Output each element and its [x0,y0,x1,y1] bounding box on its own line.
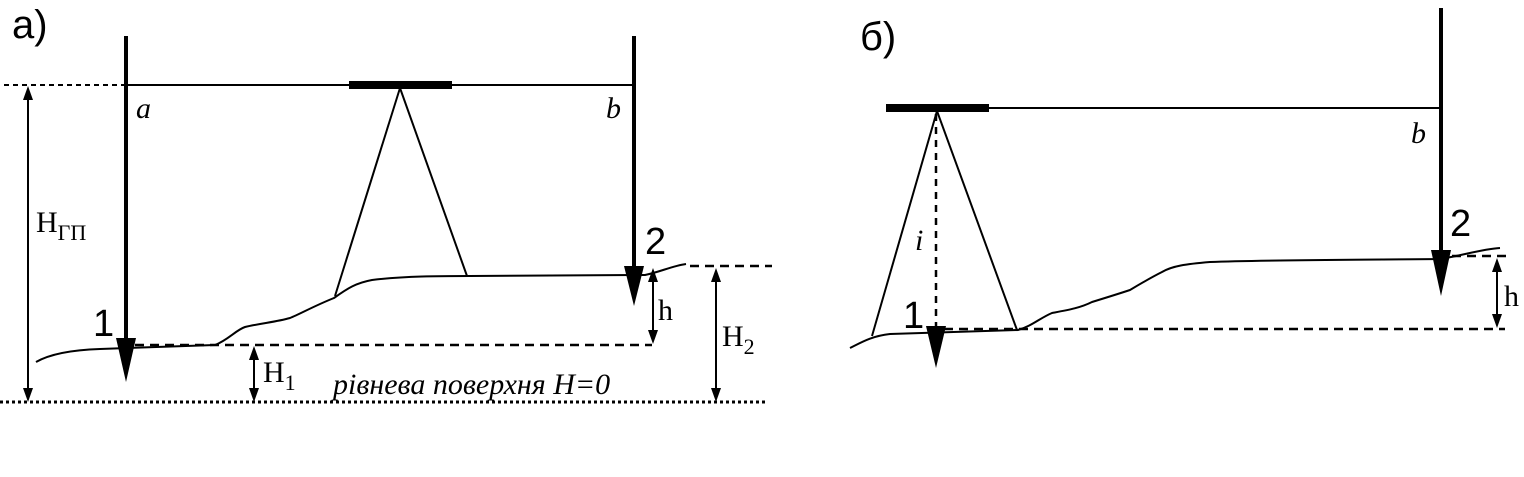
point-a-label: a [136,92,151,125]
tripod-leg-left-a [334,87,401,297]
tripod-leg-left-b [871,110,938,337]
point-b-label-a: b [606,92,621,125]
h-gp-arrow-top [23,86,33,100]
panel-b-ground-profile [849,247,1501,349]
panel-a: а) a b 1 2 HГП h [0,3,772,404]
staff-1-arrowhead [116,338,136,382]
level-surface-label: рівнева поверхня H=0 [331,368,610,401]
point-2-label-b: 2 [1450,203,1471,245]
h-label-a: h [658,294,673,327]
h1-arrow-top [249,346,259,360]
h-arrow-top-b [1492,258,1502,272]
point-1-b-arrowhead [926,326,946,368]
tripod-leg-right-b [936,110,1018,331]
h2-arrow-bottom [711,388,721,402]
h-arrow-top-a [648,268,658,282]
h-arrow-bottom-a [648,330,658,344]
staff-2-b-arrowhead [1431,250,1451,296]
panel-a-label: а) [12,3,48,47]
panel-b-label: б) [860,15,896,59]
point-1-label-a: 1 [93,303,114,345]
staff-2-arrowhead [624,266,644,306]
point-b-label-b: b [1411,117,1426,150]
h1-label: H1 [263,356,296,395]
point-1-label-b: 1 [903,295,924,337]
i-label: i [915,224,923,257]
h-gp-arrow-bottom [23,388,33,402]
h-label-b: h [1504,280,1519,313]
tripod-leg-right-a [399,87,468,277]
h2-arrow-top [711,268,721,282]
panel-b: б) b 2 1 i h [849,8,1519,368]
h1-arrow-bottom [249,388,259,402]
point-2-label-a: 2 [645,221,666,263]
h-gp-label: HГП [36,206,86,245]
h2-label: H2 [722,320,755,359]
h-arrow-bottom-b [1492,314,1502,328]
